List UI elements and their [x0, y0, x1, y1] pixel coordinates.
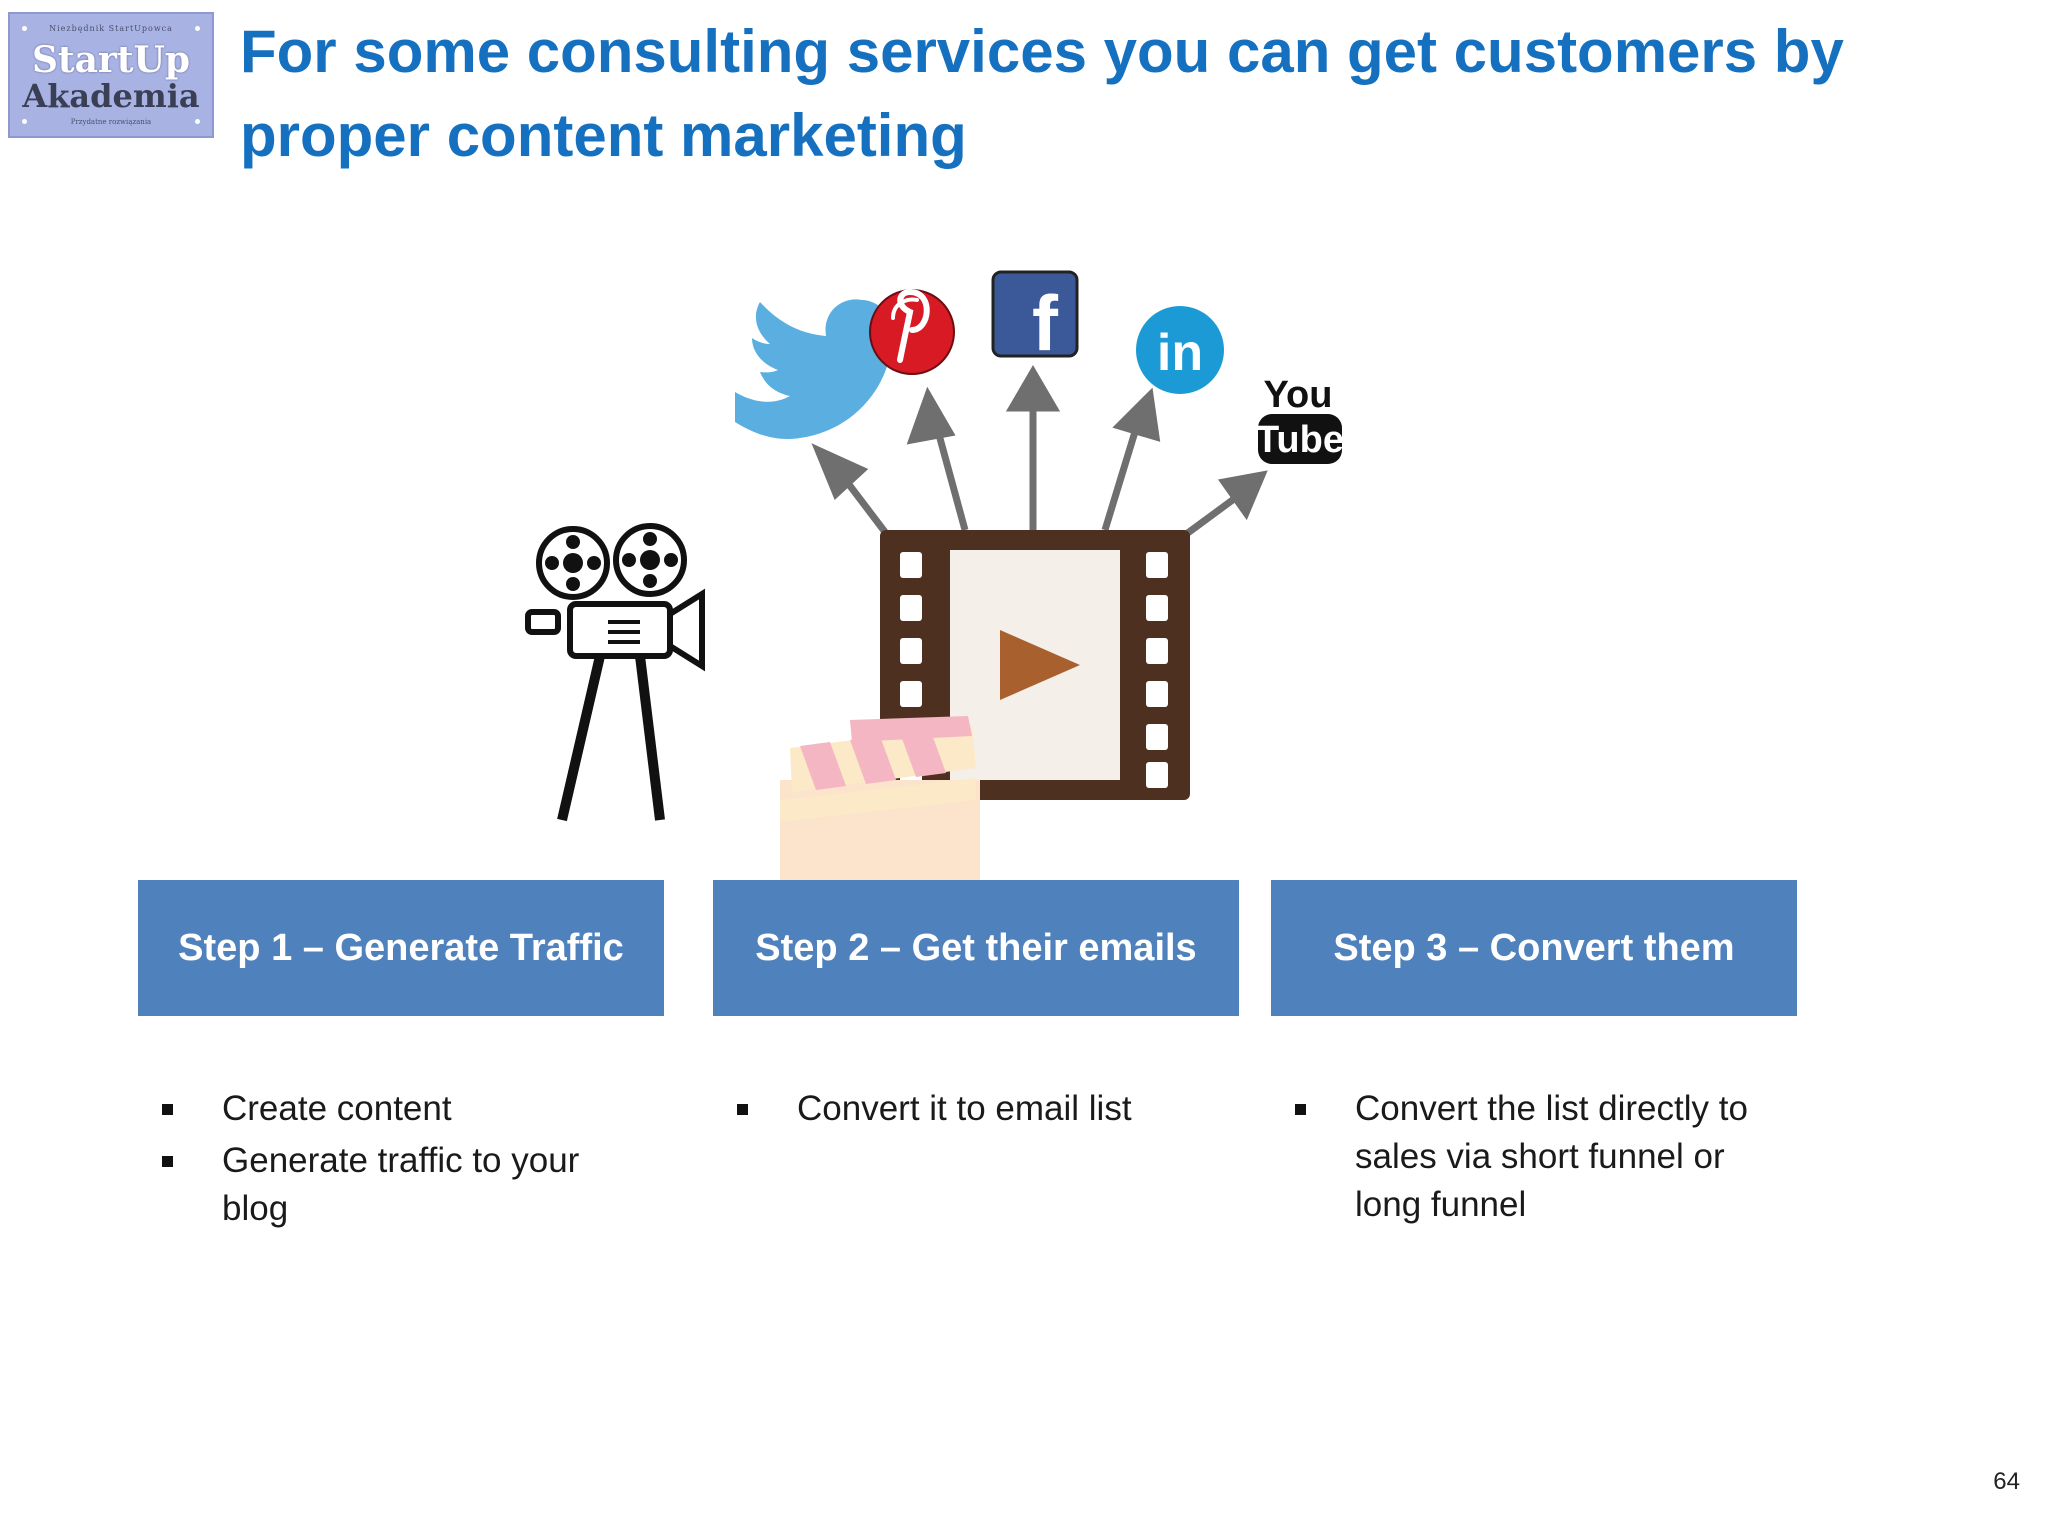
content-marketing-illustration: f in You Tube	[525, 270, 1344, 900]
list-item: Generate traffic to your blog	[162, 1137, 632, 1233]
bullet-square-icon	[737, 1104, 748, 1115]
logo-dot	[22, 26, 27, 31]
step-2-box: Step 2 – Get their emails	[713, 880, 1239, 1016]
logo-dot	[195, 26, 200, 31]
youtube-icon: You Tube	[1256, 374, 1344, 464]
page-number: 64	[1993, 1468, 2020, 1495]
list-item: Convert the list directly to sales via s…	[1295, 1085, 1765, 1229]
youtube-tube: Tube	[1256, 419, 1344, 461]
arrows-group	[811, 365, 1268, 538]
bullet-text: Generate traffic to your blog	[222, 1141, 580, 1228]
bullet-text: Convert it to email list	[797, 1089, 1132, 1128]
bullet-square-icon	[1295, 1104, 1306, 1115]
youtube-you: You	[1264, 374, 1333, 416]
linkedin-letters: in	[1157, 324, 1203, 382]
movie-camera-icon	[525, 523, 705, 822]
bullet-text: Convert the list directly to sales via s…	[1355, 1089, 1748, 1224]
bullet-square-icon	[162, 1104, 173, 1115]
step-2-bullets: Convert it to email list	[737, 1085, 1237, 1137]
arrowhead	[1217, 470, 1268, 521]
list-item: Convert it to email list	[737, 1085, 1237, 1133]
pinterest-icon	[869, 288, 955, 375]
play-icon	[1000, 630, 1080, 700]
arrow-to-linkedin	[1101, 420, 1142, 532]
clapperboard-icon	[780, 716, 980, 900]
logo-top-text: Niezbędnik StartUpowca	[49, 24, 173, 33]
bullet-text: Create content	[222, 1089, 452, 1128]
logo-line-1: StartUp	[31, 39, 191, 81]
facebook-letter: f	[1032, 279, 1059, 367]
arrowhead	[1112, 387, 1161, 442]
logo-bottom-text: Przydatne rozwiązania	[70, 118, 152, 126]
bullet-square-icon	[162, 1156, 173, 1167]
step-3-box: Step 3 – Convert them	[1271, 880, 1797, 1016]
slide-title: For some consulting services you can get…	[240, 18, 1844, 169]
step-1-box: Step 1 – Generate Traffic	[138, 880, 664, 1016]
logo-dot	[195, 119, 200, 124]
logo-dot	[22, 119, 27, 124]
arrowhead	[906, 386, 956, 445]
linkedin-icon: in	[1136, 306, 1224, 394]
list-item: Create content	[162, 1085, 632, 1133]
startup-akademia-logo: Niezbędnik StartUpowca StartUp Akademia …	[8, 12, 214, 138]
step-1-bullets: Create content Generate traffic to your …	[162, 1085, 632, 1237]
facebook-icon: f	[991, 270, 1079, 367]
arrowhead	[1005, 365, 1061, 412]
step-3-bullets: Convert the list directly to sales via s…	[1295, 1085, 1765, 1233]
twitter-icon	[735, 299, 910, 440]
arrow-to-youtube	[1182, 493, 1241, 538]
arrowhead	[811, 443, 869, 500]
logo-line-2: Akademia	[22, 77, 200, 115]
